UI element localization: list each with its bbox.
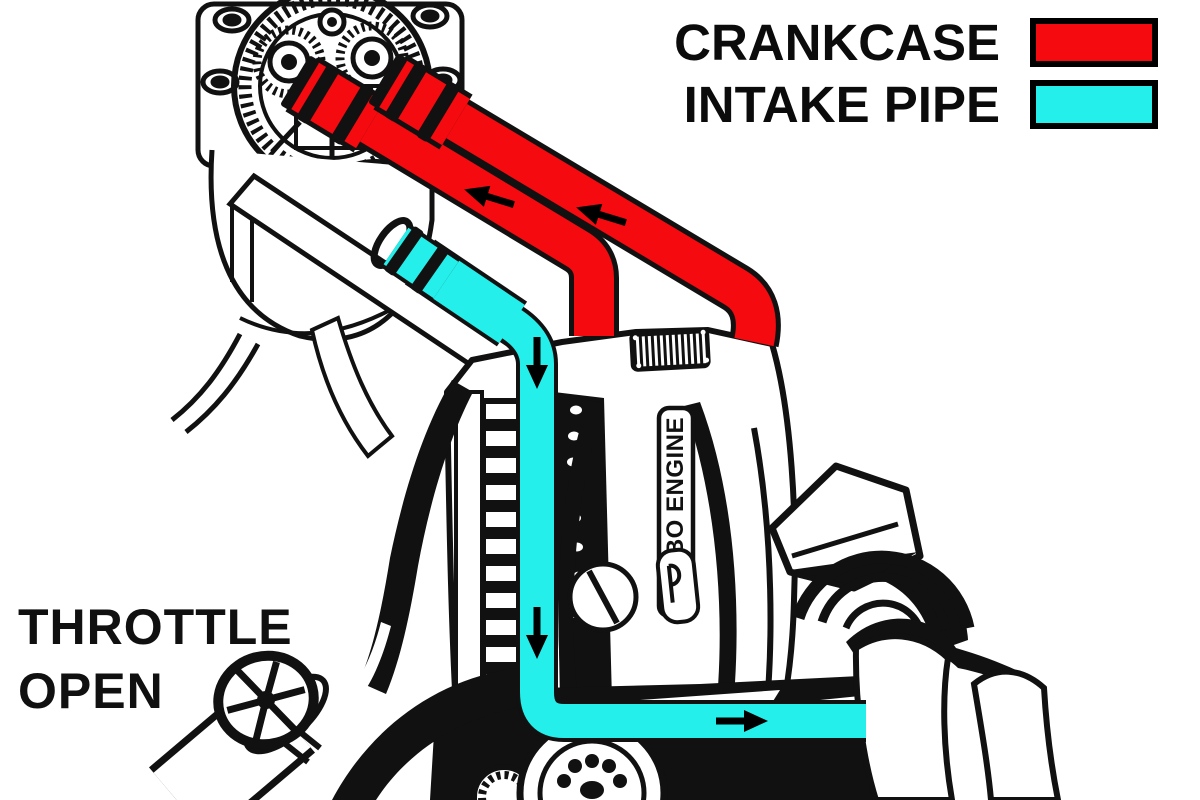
crankcase-hose-fitting-left <box>281 56 387 153</box>
throttle-illustration <box>148 650 548 800</box>
throttle-state-line2: OPEN <box>18 663 164 719</box>
legend-row-intake: INTAKE PIPE <box>674 79 1158 130</box>
crankcase-hose-fitting-right <box>369 54 473 150</box>
throttle-state-line1: THROTTLE <box>18 599 293 655</box>
legend-label-crankcase: CRANKCASE <box>674 14 1000 71</box>
legend-swatch-intake <box>1030 80 1158 129</box>
legend: CRANKCASE INTAKE PIPE <box>674 17 1158 130</box>
engine-top-grill <box>629 328 711 372</box>
throttle-state-label: THROTTLE OPEN <box>18 595 293 723</box>
legend-row-crankcase: CRANKCASE <box>674 17 1158 68</box>
turbo-illustration <box>768 462 1062 800</box>
crankcase-pipes <box>281 54 781 348</box>
legend-swatch-crankcase <box>1030 18 1158 67</box>
throttle-valve-wheel <box>213 650 319 750</box>
legend-label-intake: INTAKE PIPE <box>683 76 1000 133</box>
intake-hose-fitting <box>370 217 461 302</box>
intake-pipe <box>370 217 866 742</box>
